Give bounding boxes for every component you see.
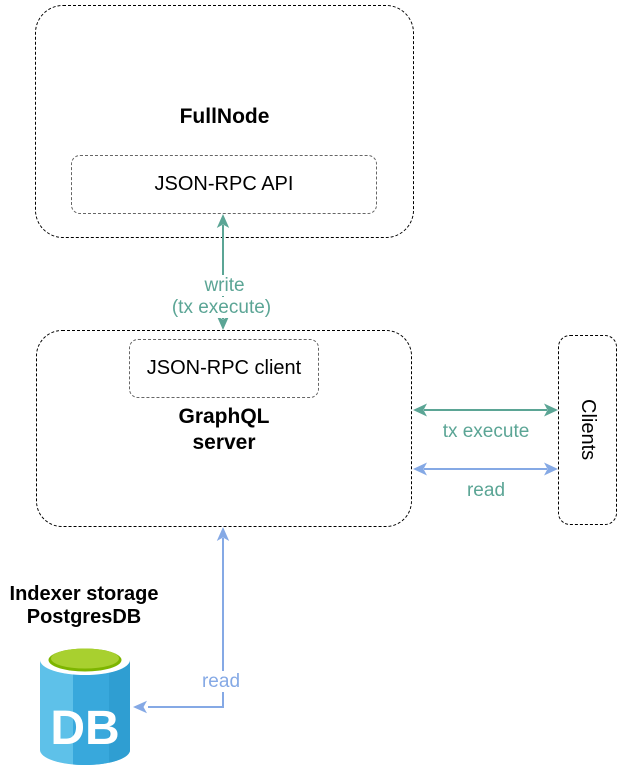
arrowhead-left-icon bbox=[133, 700, 147, 714]
arrowhead-up-icon bbox=[216, 214, 230, 228]
fullnode-box: FullNode JSON-RPC API bbox=[35, 5, 414, 238]
json-rpc-client-label: JSON-RPC client bbox=[146, 357, 302, 379]
database-icon: DB bbox=[40, 645, 131, 766]
graphql-server-box: JSON-RPC client GraphQL server bbox=[36, 330, 412, 527]
json-rpc-api-label: JSON-RPC API bbox=[154, 173, 294, 195]
arrowhead-left-icon bbox=[413, 462, 427, 476]
arrowhead-right-icon bbox=[544, 403, 558, 417]
indexer-storage-label: Indexer storage PostgresDB bbox=[9, 583, 159, 628]
arrowhead-up-icon bbox=[216, 527, 230, 541]
arrowhead-down-icon bbox=[216, 316, 230, 330]
tx-execute-label: tx execute bbox=[426, 399, 546, 443]
arrowhead-right-icon bbox=[544, 462, 558, 476]
json-rpc-api-box: JSON-RPC API bbox=[71, 155, 377, 214]
graphql-server-title: GraphQL server bbox=[178, 405, 270, 454]
json-rpc-client-box: JSON-RPC client bbox=[129, 339, 319, 398]
read-arrow-clients bbox=[413, 462, 558, 476]
arrowhead-left-icon bbox=[413, 403, 427, 417]
fullnode-title: FullNode bbox=[179, 105, 270, 128]
read-label-clients: read bbox=[446, 458, 526, 502]
read-arrow-db bbox=[133, 527, 230, 714]
tx-execute-arrow bbox=[413, 403, 558, 417]
clients-label: Clients bbox=[577, 399, 599, 461]
write-arrow-label: write (tx execute) bbox=[138, 253, 308, 319]
read-label-db: read bbox=[181, 649, 261, 693]
clients-box: Clients bbox=[558, 335, 617, 525]
db-icon-text: DB bbox=[50, 702, 119, 755]
